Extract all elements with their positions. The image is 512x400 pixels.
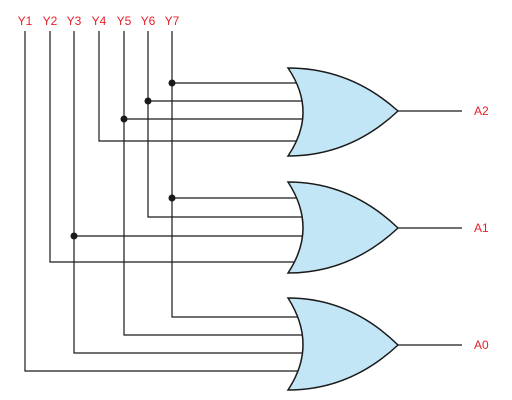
bus-y4 [98,31,303,142]
bus-y1 [24,31,300,372]
input-label-y1: Y1 [18,14,33,28]
bus-y6 [147,31,310,218]
bus-y3 [73,31,306,354]
input-label-y4: Y4 [92,14,107,28]
input-label-y6: Y6 [141,14,156,28]
output-label-a1: A1 [474,221,489,235]
junction-y7-a2 [168,79,176,87]
bus-y7 [171,31,306,318]
input-label-y7: Y7 [165,14,180,28]
junction-y6-a2 [144,97,152,105]
or-gate-a2 [286,67,400,157]
input-label-y5: Y5 [117,14,132,28]
junction-y7-a1 [168,194,176,202]
input-label-y2: Y2 [43,14,58,28]
bus-y5 [123,31,310,336]
bus-y2 [49,31,303,263]
junction-y5-a2 [120,115,128,123]
or-gate-a0 [286,297,400,391]
input-label-y3: Y3 [67,14,82,28]
or-gate-a1 [286,181,400,274]
junction-y3-a1 [70,232,78,240]
output-label-a2: A2 [474,104,489,118]
output-label-a0: A0 [474,338,489,352]
